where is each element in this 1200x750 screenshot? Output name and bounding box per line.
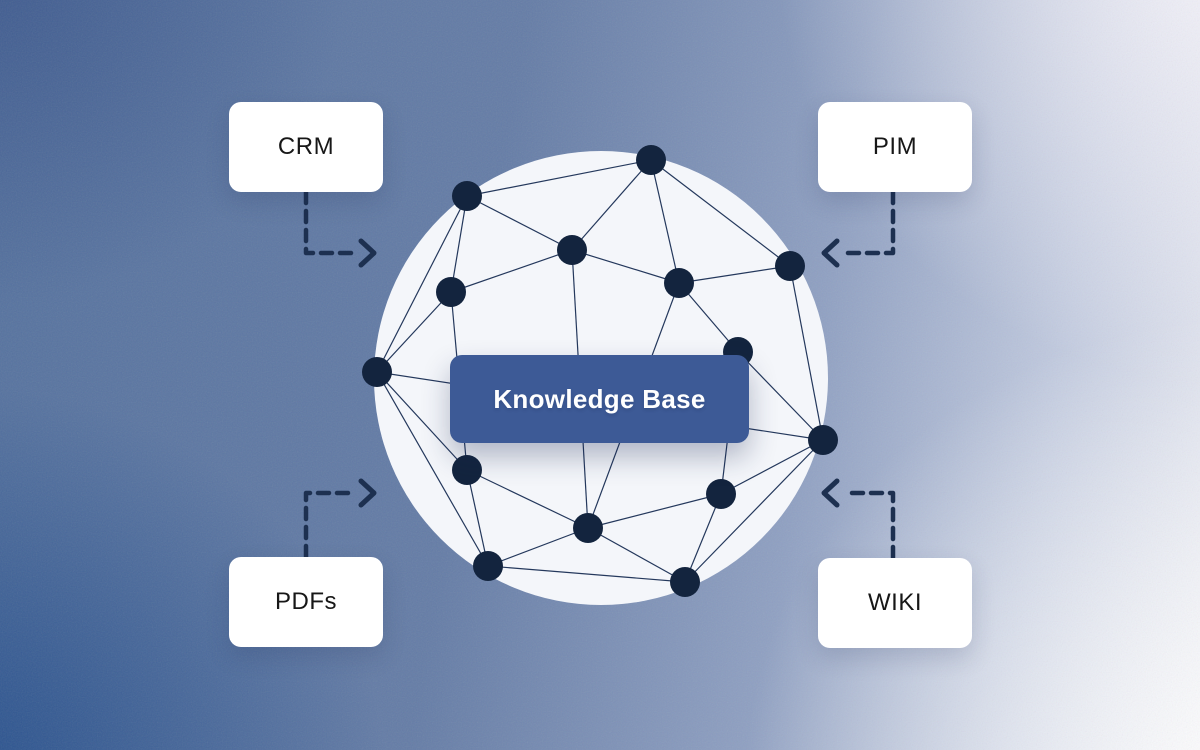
source-card-pdfs: PDFs [229,557,383,647]
graph-node [706,479,736,509]
graph-node [636,145,666,175]
graph-node [452,455,482,485]
graph-node [436,277,466,307]
dashed-connector-wiki [843,490,896,561]
dashed-connector-crm [303,189,355,256]
source-card-label: PDFs [275,588,337,615]
arrowhead-icon [358,238,377,268]
arrowhead-icon [358,478,377,508]
source-card-label: CRM [277,133,335,160]
knowledge-base-plate: Knowledge Base [450,355,749,443]
dashed-connector-pdfs [303,490,355,560]
graph-node [664,268,694,298]
graph-node [775,251,805,281]
graph-node [670,567,700,597]
source-card-label: PIM [872,133,918,160]
dashed-connector-pim [843,189,896,256]
graph-node [557,235,587,265]
knowledge-base-label: Knowledge Base [493,383,706,414]
source-card-wiki: WIKI [818,558,972,648]
graph-node [452,181,482,211]
arrowhead-icon [821,238,840,268]
arrowhead-icon [821,478,840,508]
graph-node [362,357,392,387]
source-card-pim: PIM [818,102,972,192]
source-card-label: WIKI [868,589,922,616]
graph-node [473,551,503,581]
graph-node [808,425,838,455]
source-card-crm: CRM [229,102,383,192]
graph-node [573,513,603,543]
